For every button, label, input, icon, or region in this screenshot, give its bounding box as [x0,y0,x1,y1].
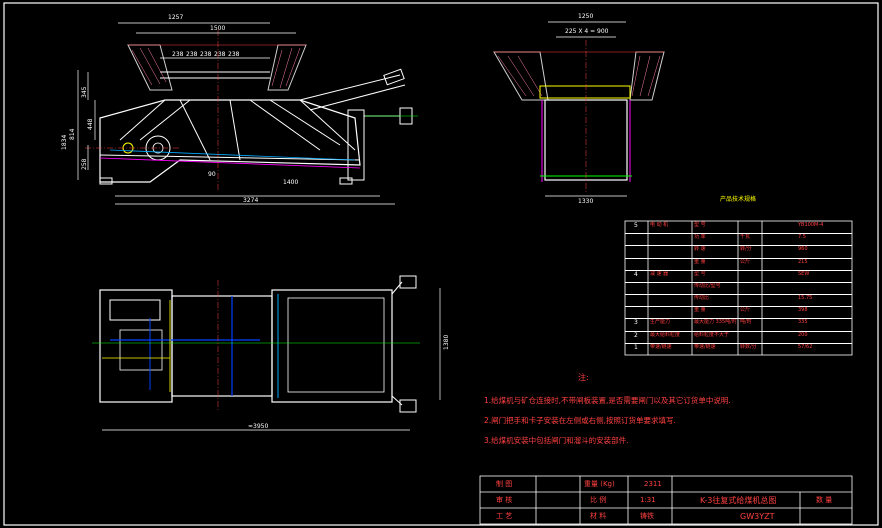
front-dim-top-6: 238 [228,51,240,58]
front-dim-left-4: 258 [81,158,88,170]
spec-row-value-4: SEW [798,270,810,277]
spec-row-name-4: 减 速 器 [650,270,669,277]
note-item-1: 2.闸门把手和卡子安装在左侧或右侧,按照订货单要求填写. [484,416,676,425]
spec-row-sub-4: 型 号 [694,270,706,277]
spec-row-divider [625,233,852,235]
notes-title: 注: [578,373,589,382]
spec-table-title: 产品技术规格 [720,196,757,203]
spec-row-no-0: 5 [634,222,638,229]
spec-row-sub-0: 型 号 [694,222,706,228]
spec-row-value-10: 57/62 [798,343,813,350]
title-block-frame [479,475,853,525]
spec-row-name-8: 生产能力 [650,319,671,326]
front-dim-left-3: 1834 [61,134,68,150]
spec-row-sub-1: 功 率 [694,234,706,241]
front-dim-top-3: 238 [186,51,198,58]
spec-row-unit-3: 公斤 [740,258,751,265]
spec-row-sub-2: 转 速 [694,246,706,253]
spec-row-unit-8: 吨/时 [740,319,752,326]
drawing-border [3,2,879,526]
spec-row-divider [625,257,852,259]
front-dim-bottom-1: 1400 [283,179,299,186]
spec-row-value-2: 960 [798,246,808,253]
spec-row-sub-9: 给料粒度不大于 [694,331,730,338]
side-dim-top-1: 225 X 4 = 900 [565,28,609,35]
spec-row-no-4: 4 [634,270,638,278]
spec-row-unit-2: 转/分 [740,246,752,253]
spec-row-name-0: 电 动 机 [650,222,669,228]
front-view [77,22,418,205]
spec-row-sub-7: 重 量 [694,307,706,314]
front-dim-bottom-0: 90 [208,171,216,178]
side-view [493,21,665,197]
tb-code-value: GW3YZT [740,512,775,521]
spec-row-sub-8: 最大能力 335吨/时 [694,319,737,326]
spec-row-sub-5: 传动比/型号 [694,282,721,289]
front-dim-top-0: 1257 [168,14,184,21]
tb-drawing-title: K-3往复式给煤机总图 [700,496,777,505]
spec-row-sub-3: 重 量 [694,258,706,265]
spec-row-value-3: 215 [798,258,808,265]
spec-row-divider [625,281,852,283]
tb-scale-value: 1:31 [640,496,656,504]
tb-qty-label: 数 量 [816,496,833,504]
front-dim-left-2: 448 [87,118,94,130]
front-dim-top-4: 238 [200,51,212,58]
tb-material-label: 材 料 [590,512,607,520]
spec-row-value-8: 335 [798,319,808,326]
front-dim-left-1: 814 [69,128,76,140]
tb-design-label: 制 图 [496,480,513,488]
side-dim-bottom: 1330 [578,198,594,205]
plan-dim-bottom: ≈3950 [248,423,269,430]
spec-row-value-1: 7.5 [798,234,806,241]
spec-row-no-9: 2 [634,331,638,339]
side-dim-top-0: 1250 [578,13,594,20]
note-item-2: 3.给煤机安装中包括闸门和溜斗的安装部件. [484,436,629,445]
spec-row-unit-10: 转数/分 [740,343,757,350]
front-dim-left-0: 345 [81,86,88,98]
spec-row-sub-10: 带速/链速 [694,343,716,350]
spec-row-name-10: 带速/链速 [650,343,672,350]
note-item-0: 1.给煤机与矿仓连接时,不带闸板装置,是否需要闸门以及其它订货单中说明. [484,396,731,405]
front-dim-top-2: 238 [172,51,184,58]
plan-dim-right: 1380 [443,334,450,350]
front-dim-top-5: 238 [214,51,226,58]
tb-scale-label: 比 例 [590,496,607,504]
spec-row-value-6: 15.75 [798,295,813,302]
spec-row-divider [625,306,852,308]
plan-view [92,275,441,431]
spec-row-unit-7: 公斤 [740,307,751,314]
spec-row-name-9: 最大给料粒度 [650,331,681,338]
spec-row-divider [625,245,852,247]
tb-material-value: 铸铁 [640,512,654,520]
spec-row-divider [625,318,852,320]
tb-weight-value: 2311 [644,480,662,488]
front-dim-bottom-2: 3274 [243,197,259,204]
spec-row-sub-6: 传动比 [694,295,710,302]
front-dim-top-1: 1500 [210,25,226,32]
spec-row-no-8: 3 [634,319,638,327]
spec-row-divider [625,269,852,271]
spec-row-value-7: 398 [798,307,808,314]
spec-row-divider [625,294,852,296]
tb-weight-label: 重量 (Kg) [584,480,615,488]
spec-row-unit-1: 千瓦 [740,234,751,241]
spec-row-divider [625,330,852,332]
spec-row-value-9: 200 [798,331,808,338]
tb-check-label: 审 核 [496,496,513,504]
spec-row-no-10: 1 [634,343,638,351]
tb-craft-label: 工 艺 [496,512,513,520]
spec-row-divider [625,342,852,344]
spec-table-frame [624,220,853,356]
spec-row-value-0: YB100M-4 [798,222,824,228]
